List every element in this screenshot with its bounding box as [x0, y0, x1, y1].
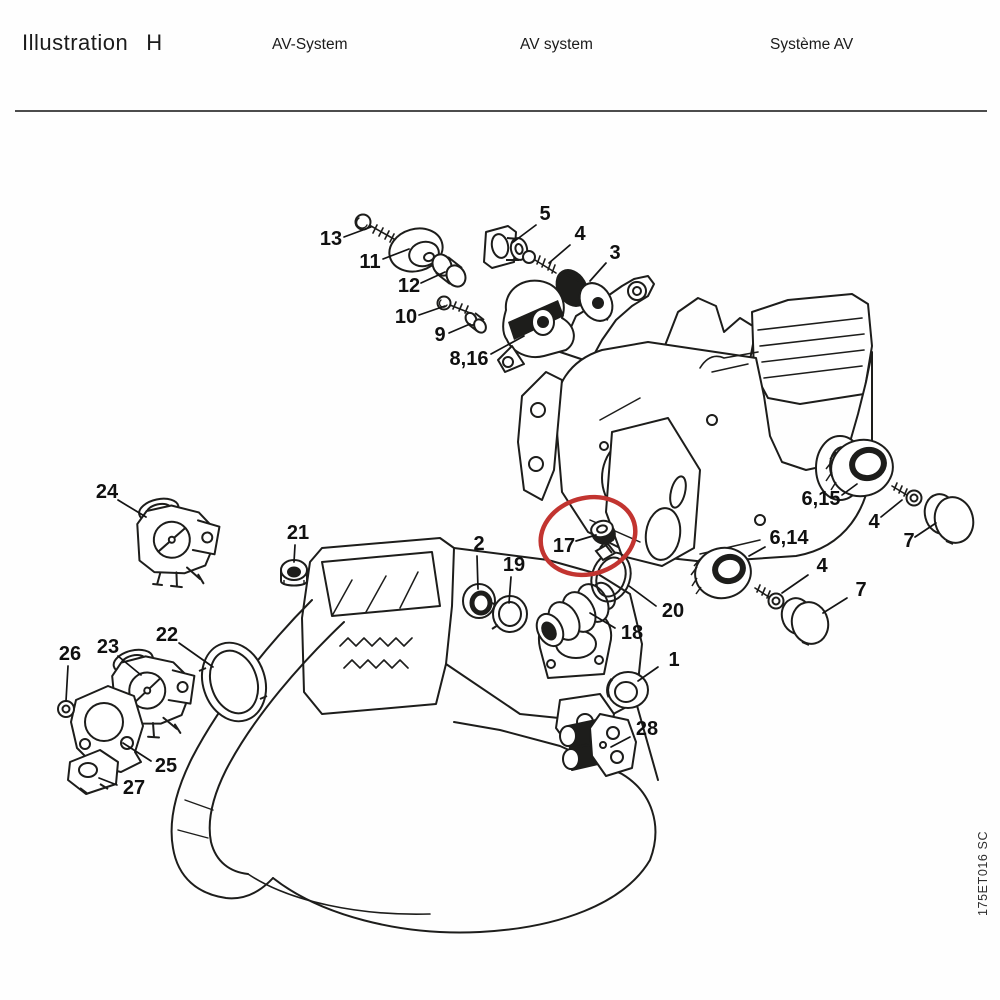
header-divider — [15, 110, 987, 112]
callout-5: 5 — [539, 203, 551, 225]
callout-20: 20 — [661, 600, 685, 622]
cap-7-right — [923, 493, 975, 545]
callout-2: 2 — [473, 533, 485, 555]
callout-4-top: 4 — [574, 223, 586, 245]
engine-assembly — [517, 275, 873, 567]
callout-13: 13 — [319, 228, 343, 250]
tank-housing — [170, 537, 659, 934]
bracket-25 — [70, 685, 144, 773]
system-name-french: Système AV — [770, 36, 854, 53]
callout-21: 21 — [286, 522, 310, 544]
bushing-5 — [483, 225, 529, 269]
cap-7-lower — [780, 597, 830, 646]
annular-buffer-6-14 — [690, 546, 752, 600]
screw-4-right — [891, 482, 923, 507]
system-name-german: AV-System — [272, 36, 348, 53]
screw-10 — [436, 295, 471, 314]
figure-letter: H — [146, 30, 163, 55]
screw-4-top — [522, 250, 557, 274]
callout-11: 11 — [359, 251, 381, 273]
callout-10: 10 — [394, 306, 418, 328]
callout-1: 1 — [668, 649, 680, 671]
callout-25: 25 — [154, 755, 178, 777]
callout-19: 19 — [502, 554, 526, 576]
plug-17 — [590, 519, 616, 545]
callout-7-right: 7 — [903, 530, 915, 552]
carburetor-24 — [127, 490, 224, 592]
nut-26 — [57, 700, 75, 718]
callout-28: 28 — [635, 718, 659, 740]
callout-7-lower: 7 — [855, 579, 867, 601]
callout-24: 24 — [95, 481, 119, 503]
grommet-21 — [280, 559, 308, 587]
screw-4-lower — [754, 584, 785, 610]
page-title: Illustration H — [22, 30, 163, 56]
callout-9: 9 — [434, 324, 446, 346]
callout-22: 22 — [155, 624, 179, 646]
callout-26: 26 — [58, 643, 82, 665]
annular-buffer-6-15 — [825, 438, 894, 498]
callout-3: 3 — [609, 242, 621, 264]
ring-19 — [489, 595, 528, 633]
callout-12: 12 — [397, 275, 421, 297]
callout-23: 23 — [96, 636, 120, 658]
callout-27: 27 — [122, 777, 146, 799]
sleeve-12 — [431, 253, 467, 288]
clamp-20 — [590, 541, 632, 603]
callout-6-15: 6,15 — [801, 488, 841, 510]
callout-8-16: 8,16 — [449, 348, 489, 370]
callout-4-right: 4 — [868, 511, 880, 533]
illustration-label: Illustration — [22, 30, 129, 55]
leader-lines — [65, 224, 937, 786]
callout-18: 18 — [620, 622, 644, 644]
system-name-english: AV system — [520, 36, 593, 53]
washer-11 — [388, 227, 444, 273]
highlight-ellipse-part-17 — [538, 494, 638, 578]
callout-4-lower: 4 — [816, 555, 828, 577]
drawing-code: 175ET016 SC — [976, 830, 990, 916]
plug-9 — [464, 311, 487, 334]
ring-2 — [462, 583, 496, 619]
callout-17: 17 — [552, 535, 576, 557]
callout-6-14: 6,14 — [769, 527, 809, 549]
buffer-3 — [555, 269, 614, 322]
screw-13 — [354, 213, 402, 246]
gasket-22 — [198, 641, 268, 723]
